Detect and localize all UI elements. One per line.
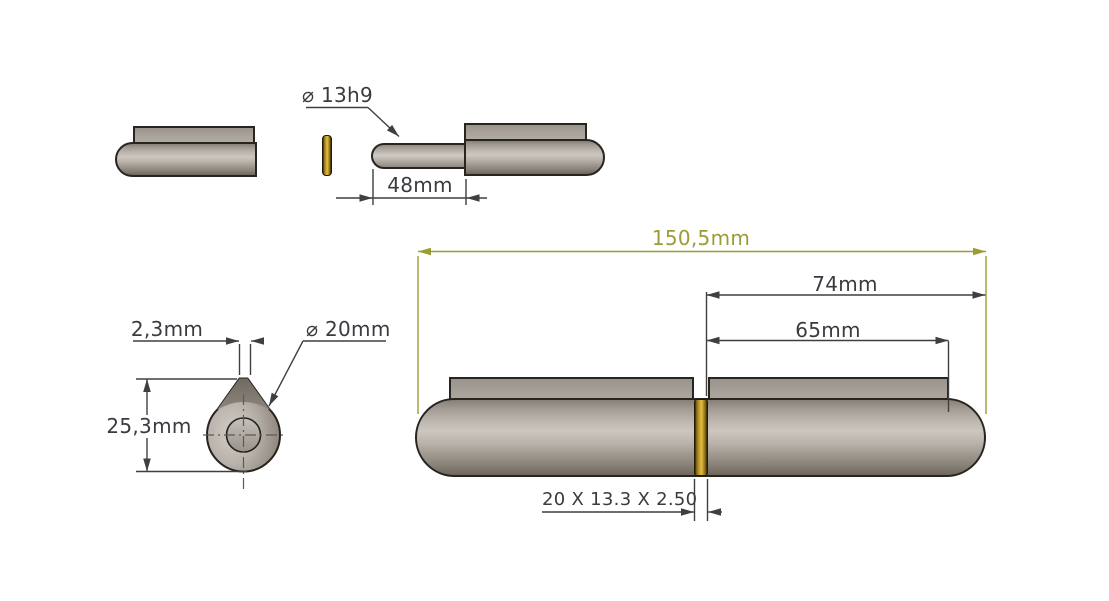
assembled-brass-washer xyxy=(694,399,708,476)
left-leaf-barrel-side-view xyxy=(115,142,257,177)
pin-length-label: 48mm xyxy=(387,173,453,197)
pin-diameter-label: ⌀ 13h9 xyxy=(302,83,374,107)
barrel-diameter-label: ⌀ 20mm xyxy=(306,317,391,341)
dimension-65mm xyxy=(706,336,950,412)
leader-barrel-diameter xyxy=(268,340,386,407)
dimension-74mm xyxy=(705,291,986,396)
dimension-25-3mm xyxy=(136,378,247,473)
profile-height-label: 25,3mm xyxy=(103,416,195,436)
centerlines xyxy=(203,394,284,493)
right-leaf-length-label: 65mm xyxy=(795,318,861,342)
dimension-washer-spec xyxy=(542,479,722,521)
tip-width-label: 2,3mm xyxy=(130,317,204,341)
washer-spec-label: 20 X 13.3 X 2.50 xyxy=(542,489,698,510)
right-leaf-barrel-side-view xyxy=(464,139,605,176)
washer-side-view xyxy=(322,135,332,176)
overall-length-label: 150,5mm xyxy=(651,226,751,250)
end-view-teardrop xyxy=(203,377,284,493)
leader-pin-diameter xyxy=(306,106,400,138)
dimension-150-5mm xyxy=(417,247,987,414)
dimension-48mm xyxy=(336,169,487,205)
right-segment-length-label: 74mm xyxy=(812,272,878,296)
dimension-2-3mm xyxy=(133,337,264,375)
